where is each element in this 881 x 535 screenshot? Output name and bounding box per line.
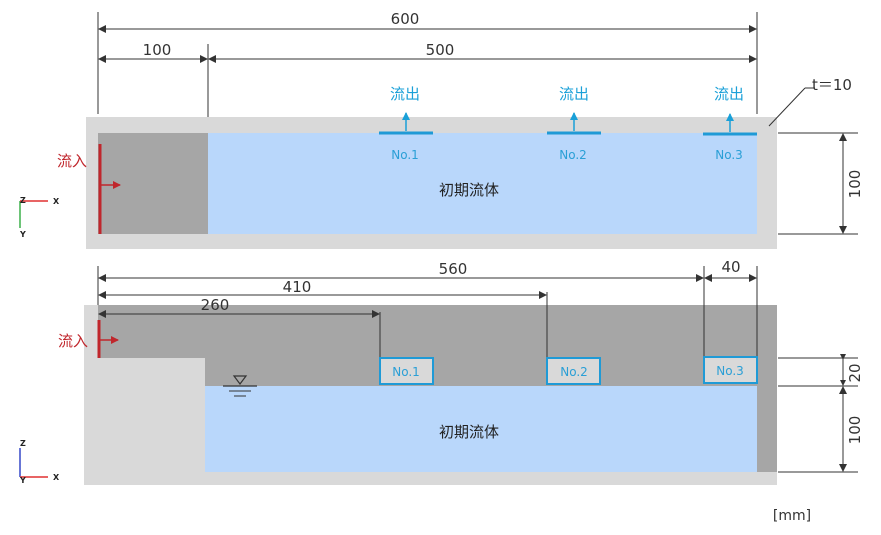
side-air-region bbox=[98, 305, 777, 472]
water-level-symbol bbox=[223, 375, 257, 397]
top-outlet-3: 流出 No.3 bbox=[703, 85, 757, 162]
dim-20-label: 20 bbox=[846, 363, 864, 382]
outlet-label: No.1 bbox=[392, 365, 420, 379]
axis-x-label: X bbox=[53, 473, 60, 482]
water-level-triangle bbox=[232, 375, 248, 385]
dim-100b-label: 100 bbox=[846, 416, 864, 445]
outflow-label: 流出 bbox=[390, 85, 420, 103]
axis-z-label: Z bbox=[20, 196, 26, 205]
dim-600-label: 600 bbox=[391, 10, 420, 28]
dim-260-label: 260 bbox=[201, 296, 230, 314]
top-inlet-block bbox=[98, 133, 208, 234]
side-inflow-label: 流入 bbox=[58, 332, 88, 350]
top-fluid-label: 初期流体 bbox=[439, 181, 499, 199]
top-outlet-1: 流出 No.1 bbox=[379, 85, 433, 162]
top-outlet-2: 流出 No.2 bbox=[547, 85, 601, 162]
outlet-box bbox=[546, 357, 601, 385]
axis-z-label: Z bbox=[20, 439, 26, 448]
side-outlet-3: No.3 bbox=[703, 356, 758, 384]
outlet-label: No.3 bbox=[716, 364, 744, 378]
side-outlet-2: No.2 bbox=[546, 357, 601, 385]
top-height-label: 100 bbox=[846, 170, 864, 199]
side-view: 560 40 410 260 20 100 No.1 No.2 No.3 bbox=[19, 258, 864, 485]
outflow-label: 流出 bbox=[559, 85, 589, 103]
top-axis-triad: Z X Y bbox=[19, 196, 60, 239]
outlet-label: No.2 bbox=[559, 148, 587, 162]
side-outlet-1: No.1 bbox=[379, 357, 434, 385]
dim-560-label: 560 bbox=[439, 260, 468, 278]
side-fluid-label: 初期流体 bbox=[439, 423, 499, 441]
outlet-box bbox=[703, 356, 758, 384]
axis-y-label: Y bbox=[19, 476, 26, 485]
outlet-label: No.1 bbox=[391, 148, 419, 162]
outflow-label: 流出 bbox=[714, 85, 744, 103]
dim-500-label: 500 bbox=[426, 41, 455, 59]
outlet-box bbox=[379, 357, 434, 385]
top-view: 600 100 500 t＝10 100 流出 No.1 流出 No.2 bbox=[19, 10, 864, 249]
dim-410-label: 410 bbox=[283, 278, 312, 296]
thickness-leader bbox=[768, 87, 806, 127]
side-axis-triad: Z X Y bbox=[19, 439, 60, 485]
axis-y-label: Y bbox=[19, 230, 26, 239]
top-fluid-region bbox=[208, 133, 757, 234]
axis-x-label: X bbox=[53, 197, 60, 206]
top-inflow-label: 流入 bbox=[57, 152, 87, 170]
outlet-label: No.3 bbox=[715, 148, 743, 162]
outlet-label: No.2 bbox=[560, 365, 588, 379]
dim-40-label: 40 bbox=[721, 258, 740, 276]
dim-100-label: 100 bbox=[143, 41, 172, 59]
unit-label: [mm] bbox=[773, 508, 811, 524]
side-fluid-region bbox=[205, 386, 757, 472]
thickness-label: t＝10 bbox=[812, 76, 852, 94]
